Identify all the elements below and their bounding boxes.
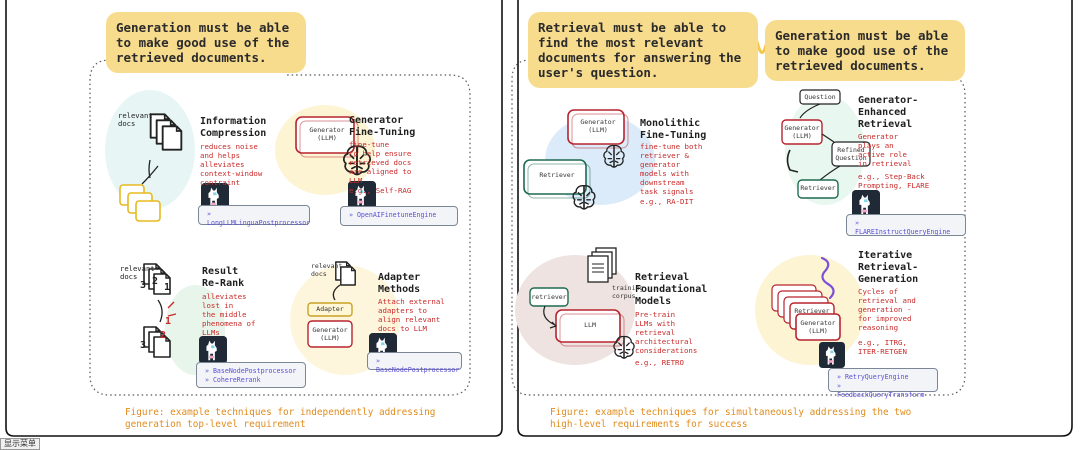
generator-ft-code[interactable]: » OpenAIFinetuneEngine — [340, 206, 458, 226]
iterative-generator-label: Generator (LLM) — [800, 319, 836, 335]
foundational-example: e.g., RETRO — [635, 358, 684, 367]
question-box-label: Question — [804, 93, 836, 101]
foundational-retriever-box — [529, 287, 569, 307]
iterative-title: Iterative Retrieval- Generation — [858, 250, 919, 285]
gen-enhanced-title: Generator- Enhanced Retrieval — [858, 95, 919, 130]
adapter-desc: Attach external adapters to align releva… — [378, 297, 445, 333]
outer-frame — [5, 0, 1073, 437]
iterative-stack — [771, 284, 841, 341]
enhanced-retriever-label: Retriever — [800, 184, 836, 192]
document-stack-icon — [587, 247, 617, 283]
dotted-panels — [89, 59, 966, 396]
iterative-retriever-label: Retriever — [794, 307, 830, 315]
info-compression-code[interactable]: » LongLLMLinguaPostprocessor — [198, 205, 310, 227]
mono-generator-box — [567, 109, 625, 145]
rerank-num-top: 3 — [140, 280, 147, 291]
foundational-desc: Pre-train LLMs with retrieval architectu… — [635, 310, 698, 355]
generator-ft-desc: fine-tune to help ensure retrieved docs … — [349, 140, 412, 185]
left-requirement-note: Generation must be able to make good use… — [106, 12, 306, 73]
show-menu-tab[interactable]: 显示菜单 — [0, 438, 40, 450]
iterative-desc: Cycles of retrieval and generation - for… — [858, 287, 916, 332]
adapter-generator-label: Generator (LLM) — [312, 326, 348, 342]
info-compression-title: Information Compression — [200, 116, 267, 139]
rerank-code[interactable]: » BaseNodePostprocessor » CohereRerank — [196, 362, 306, 388]
rerank-num-b1: 2 — [160, 330, 167, 341]
left-figure-caption: Figure: example techniques for independe… — [125, 407, 436, 430]
rerank-docs-label: relevant docs — [120, 264, 155, 281]
foundational-retriever-label: retriever — [531, 293, 567, 301]
adapter-box-label: Adapter — [316, 305, 344, 313]
ft-generator-box-label: Generator (LLM) — [309, 126, 345, 142]
monolithic-example: e.g., RA-DIT — [640, 197, 694, 206]
enhanced-generator-label: Generator (LLM) — [784, 124, 820, 140]
rerank-num-low: 1 — [164, 282, 171, 293]
monolithic-desc: fine-tune both retriever & generator mod… — [640, 142, 703, 196]
adapter-docs-label: relevant docs — [311, 262, 343, 278]
compression-docs-label: relevant docs — [118, 111, 153, 128]
mono-retriever-label: Retriever — [539, 171, 575, 179]
gen-enhanced-code[interactable]: » FLAREInstructQueryEngine — [846, 214, 966, 236]
rerank-title: Result Re-Rank — [202, 266, 245, 289]
iterative-example: e.g., ITRG, ITER-RETGEN — [858, 338, 907, 356]
rerank-num-mid: 2 — [152, 276, 159, 287]
rerank-desc: alleviates lost in the middle phenomena … — [202, 292, 256, 337]
adapter-box — [307, 302, 353, 317]
info-compression-desc: reduces noise and helps alleviates conte… — [200, 142, 263, 187]
generator-llm-box — [295, 116, 355, 154]
llama-icon — [199, 336, 227, 364]
adapter-title: Adapter Methods — [378, 272, 421, 295]
gen-enhanced-desc: Generator plays an active role in retrie… — [858, 132, 912, 168]
compress-arrow — [141, 165, 159, 185]
mono-generator-label: Generator (LLM) — [580, 118, 616, 134]
refined-question-label: Refined Question — [835, 146, 867, 162]
refined-question-box — [831, 141, 871, 167]
compressed-docs — [119, 184, 161, 222]
retrieval-requirement-note: Retrieval must be able to find the most … — [528, 12, 758, 88]
rerank-num-b2: 3 — [140, 340, 147, 351]
iteration-squiggle — [820, 256, 835, 300]
right-figure-caption: Figure: example techniques for simultane… — [550, 407, 912, 430]
rerank-num-b3: 1 — [165, 316, 172, 327]
iterative-code[interactable]: » RetryQueryEngine » FeedbackQueryTransf… — [828, 368, 938, 399]
generator-ft-example: e.g., Self-RAG — [349, 186, 412, 195]
mono-retriever-box — [523, 159, 587, 195]
llama-icon — [819, 342, 845, 368]
generator-ft-title: Generator Fine-Tuning — [349, 115, 416, 138]
training-corpus-label: training corpus — [612, 284, 644, 300]
enhanced-retriever-box — [797, 179, 839, 199]
foundational-title: Retrieval Foundational Models — [635, 272, 708, 307]
enhanced-generator-box — [781, 119, 823, 145]
monolithic-title: Monolithic Fine-Tuning — [640, 118, 707, 141]
adapter-generator-box — [307, 320, 353, 348]
foundational-llm-label: LLM — [584, 321, 596, 329]
right-generation-note: Generation must be able to make good use… — [765, 20, 965, 81]
adapter-code[interactable]: » BaseNodePostprocessor — [367, 352, 462, 374]
gen-enhanced-example: e.g., Step-Back Prompting, FLARE — [858, 172, 930, 190]
